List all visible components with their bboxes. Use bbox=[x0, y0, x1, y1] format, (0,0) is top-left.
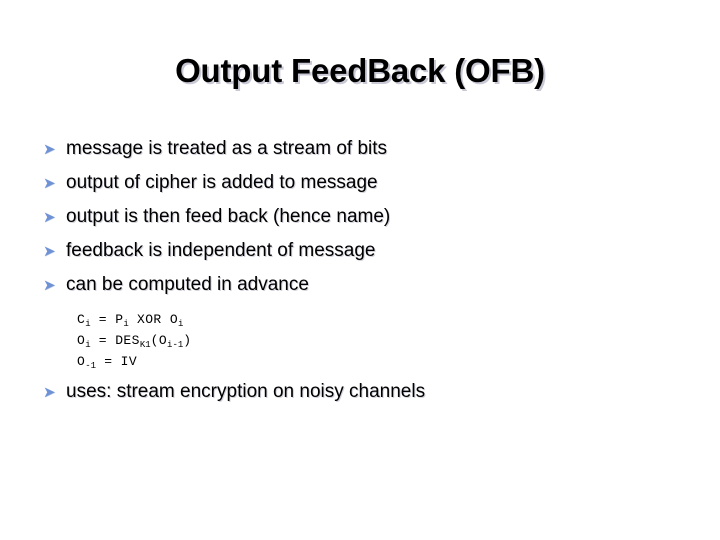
arrow-bullet-icon: ➤ bbox=[43, 242, 56, 260]
formula-c-subscript: i bbox=[85, 319, 91, 329]
formula-p-subscript: i bbox=[123, 319, 129, 329]
formula-block: Ci = Pi XOR Oi Oi = DESK1(Oi-1) O-1 = IV bbox=[40, 310, 660, 373]
formula-line-ciphertext: Ci = Pi XOR Oi bbox=[77, 310, 660, 331]
formula-xor-operator: XOR bbox=[128, 312, 170, 327]
formula-p: P bbox=[115, 312, 124, 327]
formula-des-key-subscript: K1 bbox=[139, 340, 151, 350]
list-item-label: feedback is independent of message bbox=[66, 240, 376, 261]
list-item-label: message is treated as a stream of bits bbox=[66, 138, 388, 159]
formula-o-subscript: -1 bbox=[85, 361, 97, 371]
list-item-label: output is then feed back (hence name) bbox=[66, 206, 391, 227]
list-item: ➤ message is treated as a stream of bits bbox=[40, 136, 660, 170]
formula-o: O bbox=[77, 354, 86, 369]
page-title: Output FeedBack (OFB) bbox=[175, 52, 545, 89]
list-item: ➤ uses: stream encryption on noisy chann… bbox=[40, 379, 660, 413]
formula-line-output: Oi = DESK1(Oi-1) bbox=[77, 331, 660, 352]
formula-prev-output-subscript: i-1 bbox=[167, 340, 184, 350]
formula-line-iv: O-1 = IV bbox=[77, 352, 660, 373]
arrow-bullet-icon: ➤ bbox=[43, 140, 56, 158]
formula-o: O bbox=[77, 333, 86, 348]
arrow-bullet-icon: ➤ bbox=[43, 208, 56, 226]
list-item: ➤ output of cipher is added to message bbox=[40, 170, 660, 204]
arrow-bullet-icon: ➤ bbox=[43, 174, 56, 192]
formula-o-subscript: i bbox=[178, 319, 184, 329]
formula-o-subscript: i bbox=[85, 340, 91, 350]
list-item-label: can be computed in advance bbox=[66, 274, 309, 295]
slide-body: ➤ message is treated as a stream of bits… bbox=[40, 136, 660, 413]
formula-equals: = bbox=[96, 354, 121, 369]
formula-equals: = bbox=[90, 333, 116, 348]
arrow-bullet-icon: ➤ bbox=[43, 383, 56, 401]
list-item: ➤ can be computed in advance bbox=[40, 272, 660, 306]
formula-equals: = bbox=[90, 312, 116, 327]
formula-o: O bbox=[169, 312, 179, 327]
formula-open-paren-o: (O bbox=[150, 333, 168, 348]
arrow-bullet-icon: ➤ bbox=[43, 276, 56, 294]
formula-des: DES bbox=[115, 333, 140, 348]
list-item: ➤ output is then feed back (hence name) bbox=[40, 204, 660, 238]
list-item-label: output of cipher is added to message bbox=[66, 172, 378, 193]
list-item: ➤ feedback is independent of message bbox=[40, 238, 660, 272]
formula-c: C bbox=[77, 312, 86, 327]
formula-iv: IV bbox=[120, 354, 138, 369]
list-item-label: uses: stream encryption on noisy channel… bbox=[66, 381, 426, 402]
formula-close-paren: ) bbox=[183, 333, 192, 348]
